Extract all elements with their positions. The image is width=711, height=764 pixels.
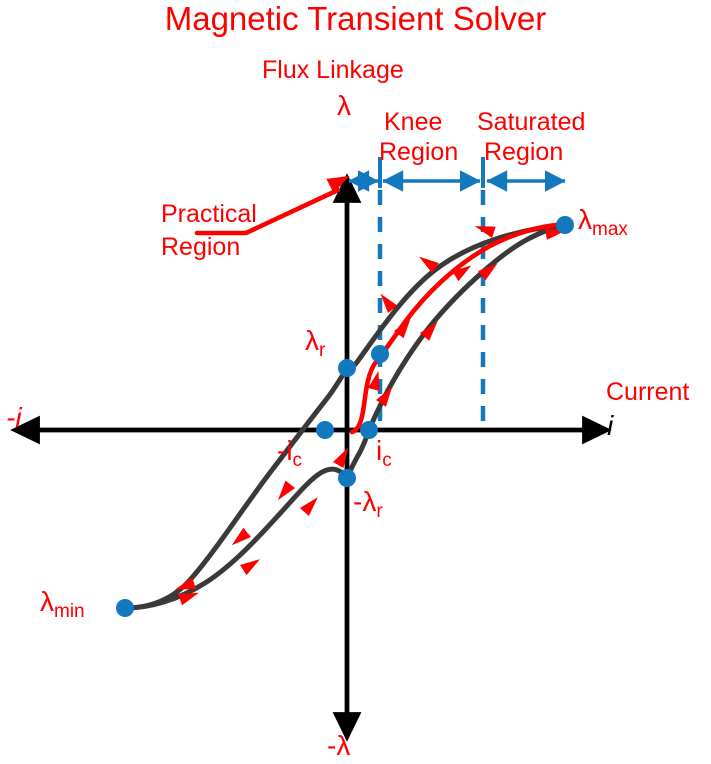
arrowhead-lower-1 (178, 592, 199, 606)
saturated-region-label-line1: Saturated (477, 108, 586, 136)
arrowhead-upper-3 (380, 293, 398, 313)
lambda-min-subscript: min (54, 601, 85, 622)
marker-dot-neg-ic (316, 421, 334, 439)
arrowhead-upper-6 (175, 577, 196, 590)
neg-lambda-axis-symbol: -λ (327, 730, 351, 761)
loop-direction-arrowheads (175, 226, 498, 606)
current-axis-label: Current (606, 378, 690, 406)
arrowhead-lower-6 (420, 321, 438, 341)
practical-region-label-line1: Practical (161, 200, 257, 228)
practical-pointer-head (326, 176, 350, 194)
marker-dots-group (116, 216, 574, 617)
arrowhead-lower-4 (333, 447, 349, 468)
marker-dot-neg-lambda-r (338, 469, 356, 487)
loop-upper-branch (122, 222, 568, 611)
lambda-r-subscript: r (319, 340, 326, 361)
current-symbol: i (607, 410, 614, 441)
neg-current-symbol: -i (6, 402, 22, 433)
minor-arrowhead-2 (394, 319, 411, 339)
minor-loop-arrowheads (368, 228, 566, 391)
arrowhead-upper-2 (419, 256, 439, 273)
arrowhead-lower-2 (240, 559, 261, 576)
arrowhead-upper-5 (231, 527, 251, 546)
lambda-axis-symbol: λ (337, 90, 351, 121)
axes-group (10, 173, 612, 742)
practical-region-pointer-arrow (194, 176, 350, 236)
ic-label: ic (376, 435, 392, 471)
arrowhead-lower-7 (478, 263, 498, 281)
arrowhead-lower-5 (376, 386, 393, 407)
lambda-r-symbol: λ (305, 325, 319, 356)
marker-dot-lambda-r (338, 359, 356, 377)
neg-lambda-r-subscript: r (376, 501, 383, 522)
knee-region-label-line1: Knee (384, 108, 443, 136)
neg-lambda-r-label: -λr (353, 486, 383, 522)
marker-dot-lambda-max (556, 216, 574, 234)
arrowhead-lower-3 (300, 497, 318, 517)
lambda-max-label: λmax (578, 204, 628, 240)
marker-dot-ic (360, 421, 378, 439)
lambda-min-label: λmin (40, 586, 85, 622)
major-hysteresis-loop (122, 222, 568, 611)
marker-dot-lambda-min (116, 599, 134, 617)
practical-region-label-line2: Region (161, 233, 241, 261)
region-brackets-group (348, 157, 566, 192)
lambda-min-symbol: λ (40, 586, 54, 617)
lambda-r-label: λr (305, 325, 325, 361)
flux-linkage-axis-label: Flux Linkage (262, 56, 404, 84)
minor-loop-trajectory (349, 222, 559, 435)
ic-symbol: i (376, 435, 383, 466)
lambda-max-symbol: λ (578, 204, 592, 235)
ic-subscript: c (382, 450, 392, 471)
marker-dot-knee-crossing (371, 345, 389, 363)
arrowhead-upper-4 (277, 480, 295, 501)
arrowhead-upper-1 (474, 226, 496, 238)
saturated-region-label-line2: Region (484, 138, 564, 166)
practical-pointer-stem (194, 187, 341, 236)
lambda-max-subscript: max (592, 219, 628, 240)
minor-loop-path (349, 222, 559, 435)
neg-lambda-r-symbol: -λ (353, 486, 377, 517)
page-title: Magnetic Transient Solver (164, 0, 547, 37)
neg-ic-label: -ic (277, 435, 302, 471)
knee-region-label-line2: Region (379, 138, 459, 166)
neg-ic-subscript: c (292, 450, 303, 471)
minor-arrowhead-1 (368, 371, 380, 391)
loop-lower-branch (122, 222, 568, 611)
minor-arrowhead-3 (452, 265, 472, 282)
neg-ic-symbol: -i (277, 435, 293, 466)
